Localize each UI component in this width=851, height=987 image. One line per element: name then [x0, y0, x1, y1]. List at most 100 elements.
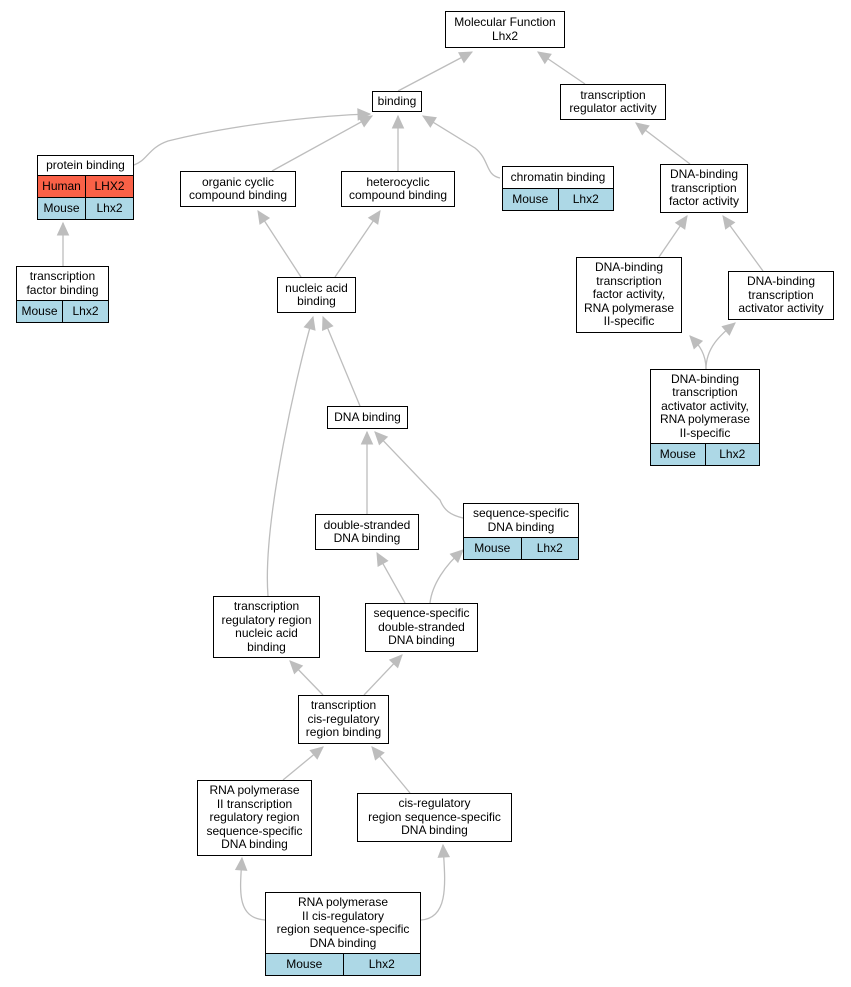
node-label-line: organic cyclic: [201, 174, 274, 189]
edge-heterocyclic-to-binding: [391, 114, 405, 171]
node-label-line: regulator activity: [569, 101, 657, 115]
edge-tra-to-mf: [537, 51, 586, 85]
edge-organic-to-binding: [271, 115, 374, 172]
edge-line: [271, 115, 373, 172]
arrowhead-icon: [303, 315, 316, 331]
node-label: chromatin binding: [503, 167, 613, 188]
edge-binding-to-mf: [397, 51, 474, 92]
node-label-line: sequence-specific: [373, 606, 470, 621]
edge-tcr-to-ssds: [363, 654, 403, 696]
arrowhead-icon: [537, 51, 552, 65]
edge-dna-to-nab: [322, 315, 361, 407]
node-label-line: factor activity: [668, 194, 740, 209]
node-label-line: RNA polymerase: [583, 300, 675, 315]
node-label-line: RNA polymerase: [659, 412, 751, 427]
node-label-line: II-specific: [679, 425, 731, 440]
edge-line: [322, 316, 361, 407]
node-label-line: nucleic acid: [235, 626, 298, 640]
node-label-line: DNA binding: [334, 409, 401, 424]
node-label-line: transcription: [29, 269, 96, 283]
node-dna-binding[interactable]: DNA binding: [327, 406, 408, 429]
node-label-line: regulatory region: [221, 612, 312, 627]
edge-line: [374, 431, 464, 519]
arrowhead-icon: [449, 549, 464, 564]
node-label-line: binding: [297, 294, 336, 308]
arrowhead-icon: [234, 856, 248, 871]
arrowhead-icon: [635, 122, 650, 136]
node-label-line: double-stranded: [323, 517, 411, 532]
edge-dbtf-to-tra: [635, 122, 691, 165]
node-label: protein binding: [38, 156, 133, 175]
node-label-line: binding: [377, 93, 417, 108]
species-cell: Mouse: [38, 198, 85, 219]
arrowhead-icon: [257, 209, 271, 225]
node-label-line: transcription: [233, 599, 300, 613]
node-binding[interactable]: binding: [372, 91, 422, 112]
edge-line: [397, 51, 473, 92]
node-label-line: DNA binding: [401, 823, 468, 838]
edge-ss-to-dna: [374, 431, 464, 519]
node-label-line: transcription: [596, 273, 662, 288]
edge-rna-cr-to-cr: [420, 843, 451, 921]
species-cell: Human: [38, 176, 85, 197]
node-label-line: transcription: [580, 87, 646, 102]
arrowhead-icon: [421, 115, 437, 128]
gene-cell: Lhx2: [704, 444, 759, 465]
edge-rna-cr-to-rna-tr: [234, 856, 266, 921]
node-label-line: DNA binding: [221, 837, 288, 852]
node-label-line: DNA-binding: [594, 260, 664, 275]
node-label-line: DNA-binding: [670, 371, 740, 386]
arrowhead-icon: [358, 115, 374, 128]
edge-ssds-to-ss: [429, 549, 464, 604]
edge-line: [266, 316, 314, 597]
arrowhead-icon: [458, 51, 474, 64]
node-label-line: sequence-specific: [472, 506, 570, 520]
node-label-line: factor activity,: [592, 287, 666, 302]
gene-cell: Lhx2: [520, 538, 578, 559]
arrowhead-icon: [367, 210, 381, 225]
node-label-line: region sequence-specific: [368, 809, 501, 824]
node-label-line: chromatin binding: [510, 169, 606, 184]
node-label-line: Lhx2: [491, 28, 518, 43]
edge-line: [257, 210, 302, 278]
edge-ds-to-dna: [360, 430, 374, 514]
node-label-line: nucleic acid: [285, 280, 348, 295]
gene-cell: Lhx2: [62, 301, 108, 322]
arrowhead-icon: [322, 315, 334, 331]
node-label-line: activator activity: [738, 301, 824, 316]
node-label: DNA binding: [328, 407, 407, 428]
